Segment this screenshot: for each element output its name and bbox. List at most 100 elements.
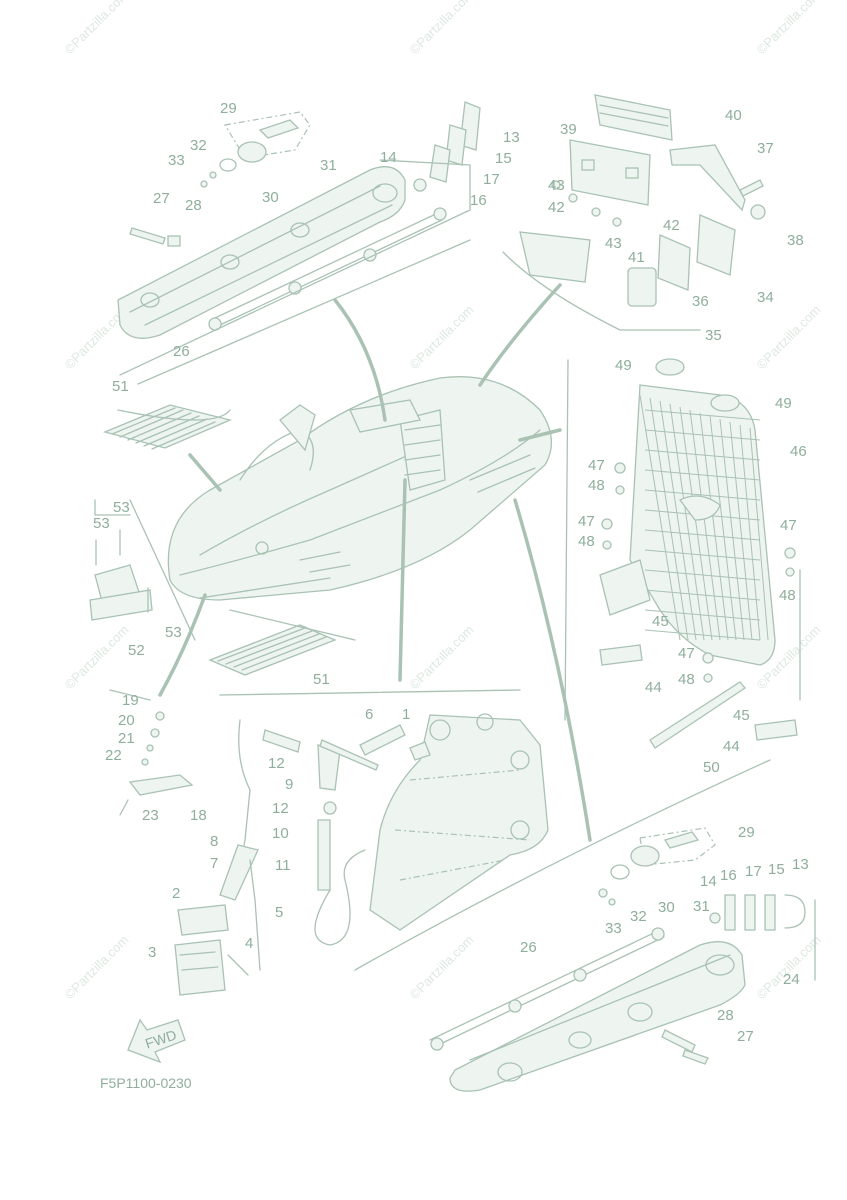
grille-line xyxy=(709,415,737,641)
callout-label: 42 xyxy=(548,199,565,216)
callout-label: 1 xyxy=(402,706,410,723)
callout-label: 19 xyxy=(122,692,139,709)
grille-line xyxy=(749,427,769,641)
callout-label: 3 xyxy=(148,944,156,961)
watercraft-hull xyxy=(167,376,552,601)
callout-label: 48 xyxy=(588,477,605,494)
callout-label: 53 xyxy=(93,515,110,532)
callout-label: 5 xyxy=(275,904,283,921)
callout-label: 21 xyxy=(118,730,135,747)
grille-line xyxy=(719,418,745,641)
watermark-text: ©Partzilla.com xyxy=(62,622,132,692)
grille-line xyxy=(644,489,761,501)
callout-label: 33 xyxy=(168,152,185,169)
callout-label: 27 xyxy=(153,190,170,207)
callout-label: 23 xyxy=(142,807,159,824)
callout-label: 18 xyxy=(190,807,207,824)
callout-label: 48 xyxy=(779,587,796,604)
callout-label: 43 xyxy=(605,235,622,252)
fwd-arrow-icon xyxy=(127,1018,186,1064)
boarding-step-assembly xyxy=(502,94,766,331)
callout-label: 26 xyxy=(520,939,537,956)
callout-label: 45 xyxy=(733,707,750,724)
callout-label: 7 xyxy=(210,855,218,872)
callout-label: 48 xyxy=(578,533,595,550)
callout-label: 49 xyxy=(615,357,632,374)
callout-label: 28 xyxy=(717,1007,734,1024)
grille-line xyxy=(644,589,761,601)
callout-label: 50 xyxy=(703,759,720,776)
callout-label: 51 xyxy=(313,671,330,688)
callout-label: 46 xyxy=(790,443,807,460)
callout-label: 53 xyxy=(113,499,130,516)
grille-line xyxy=(699,412,729,641)
jet-housing xyxy=(369,713,549,931)
callout-label: 12 xyxy=(268,755,285,772)
grille-line xyxy=(644,569,761,581)
cover-52 xyxy=(89,499,153,621)
watermark-text: ©Partzilla.com xyxy=(407,932,477,1002)
callout-label: 47 xyxy=(588,457,605,474)
callout-label: 14 xyxy=(700,873,717,890)
callout-label: 20 xyxy=(118,712,135,729)
grille-line xyxy=(689,409,721,641)
callout-label: 40 xyxy=(725,107,742,124)
callout-label: 9 xyxy=(285,776,293,793)
grille-line xyxy=(644,549,761,561)
diagram-code: F5P1100-0230 xyxy=(100,1075,192,1091)
callout-label: 12 xyxy=(272,800,289,817)
grille-line xyxy=(659,400,697,641)
grille-line xyxy=(739,424,761,641)
grille-line xyxy=(669,403,705,641)
callout-label: 11 xyxy=(275,857,291,874)
callout-label: 51 xyxy=(112,378,129,395)
callout-label: 37 xyxy=(757,140,774,157)
grille-line xyxy=(729,421,753,641)
callout-label: 15 xyxy=(768,861,785,878)
grille-line xyxy=(644,629,761,641)
callout-label: 44 xyxy=(645,679,662,696)
callout-label: 28 xyxy=(185,197,202,214)
bracket-18 xyxy=(119,711,194,816)
callout-label: 14 xyxy=(380,149,397,166)
watermark-text: ©Partzilla.com xyxy=(754,932,824,1002)
callout-label: 4 xyxy=(245,935,253,952)
grille-line xyxy=(644,469,761,481)
callout-label: 29 xyxy=(220,100,237,117)
callout-label: 10 xyxy=(272,825,289,842)
callout-label: 13 xyxy=(792,856,809,873)
grille-line xyxy=(649,397,689,641)
callout-label: 30 xyxy=(262,189,279,206)
right-rail-assembly xyxy=(354,759,816,1092)
callout-label: 36 xyxy=(692,293,709,310)
callout-label: 32 xyxy=(190,137,207,154)
watermark-text: ©Partzilla.com xyxy=(754,0,824,57)
callout-label: 13 xyxy=(503,129,520,146)
callout-label: 47 xyxy=(578,513,595,530)
callout-label: 42 xyxy=(663,217,680,234)
callout-label: 6 xyxy=(365,706,373,723)
callout-label: 31 xyxy=(693,898,710,915)
callout-label: 45 xyxy=(652,613,669,630)
callout-label: 43 xyxy=(548,177,565,194)
callout-label: 44 xyxy=(723,738,740,755)
callout-label: 22 xyxy=(105,747,122,764)
callout-label: 2 xyxy=(172,885,180,902)
grille-line xyxy=(644,529,761,541)
grille-line xyxy=(644,609,761,621)
callout-label: 8 xyxy=(210,833,218,850)
grille-line xyxy=(679,406,713,641)
callout-label: 29 xyxy=(738,824,755,841)
watermark-text: ©Partzilla.com xyxy=(407,622,477,692)
watermark-text: ©Partzilla.com xyxy=(754,302,824,372)
callout-label: 27 xyxy=(737,1028,754,1045)
callout-label: 48 xyxy=(678,671,695,688)
callout-label: 15 xyxy=(495,150,512,167)
callout-label: 39 xyxy=(560,121,577,138)
grille-line xyxy=(644,409,761,421)
callout-label: 16 xyxy=(470,192,487,209)
watermark-text: ©Partzilla.com xyxy=(62,932,132,1002)
watermark-text: ©Partzilla.com xyxy=(62,0,132,57)
